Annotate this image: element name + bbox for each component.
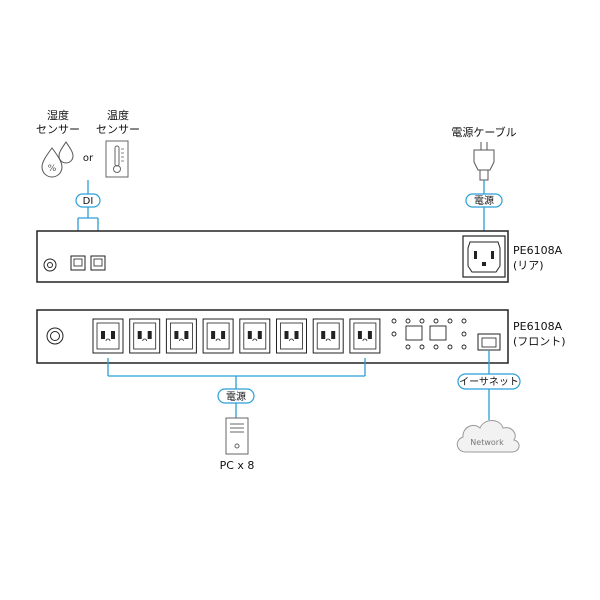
front-panel <box>36 309 509 364</box>
di-label-pill: DI <box>75 193 101 208</box>
power-plug-icon <box>473 142 495 181</box>
outlet-2 <box>129 318 161 354</box>
rear-power-label-pill: 電源 <box>465 193 503 208</box>
network-cloud-icon <box>456 420 520 453</box>
front-view-label: (フロント) <box>513 335 566 348</box>
rear-view-label: (リア) <box>513 259 544 272</box>
humidity-sensor-label-1: 湿度 <box>47 108 69 122</box>
c20-power-inlet-icon <box>462 235 506 278</box>
di-label: DI <box>83 196 94 207</box>
humidity-sensor-label-2: センサー <box>36 123 80 136</box>
outlet-7 <box>312 318 344 354</box>
outlet-6 <box>276 318 307 354</box>
ground-screw-icon <box>43 258 57 272</box>
outlet-4 <box>202 318 234 354</box>
outlet-8 <box>349 318 381 354</box>
rear-panel <box>36 230 509 283</box>
thermometer-icon <box>105 140 129 178</box>
outlet-1 <box>92 318 124 354</box>
rear-model-label: PE6108A <box>513 244 563 257</box>
power-button-icon <box>46 327 64 345</box>
ethernet-label-pill: イーサネット <box>457 373 521 390</box>
humidity-drops-icon: % <box>41 141 74 178</box>
outlet-3 <box>165 318 197 354</box>
rear-power-label: 電源 <box>474 194 494 207</box>
front-power-label-pill: 電源 <box>217 388 255 404</box>
svg-text:%: % <box>48 164 57 174</box>
outlet-row <box>92 318 381 354</box>
front-lcd-panel <box>391 318 467 350</box>
front-power-lines <box>107 358 366 418</box>
or-text: or <box>83 153 94 164</box>
di-port-1 <box>70 255 86 271</box>
power-cable-label: 電源ケーブル <box>451 125 516 139</box>
di-port-2 <box>90 255 106 271</box>
front-power-label: 電源 <box>226 390 246 403</box>
temperature-sensor-label-1: 温度 <box>107 108 129 122</box>
temperature-sensor-label-2: センサー <box>96 123 140 136</box>
front-model-label: PE6108A <box>513 320 563 333</box>
pc-tower-icon <box>225 417 249 455</box>
network-label: Network <box>470 438 504 447</box>
ethernet-label: イーサネット <box>459 376 519 388</box>
pc-label: PC x 8 <box>220 459 255 472</box>
outlet-5 <box>239 318 271 354</box>
